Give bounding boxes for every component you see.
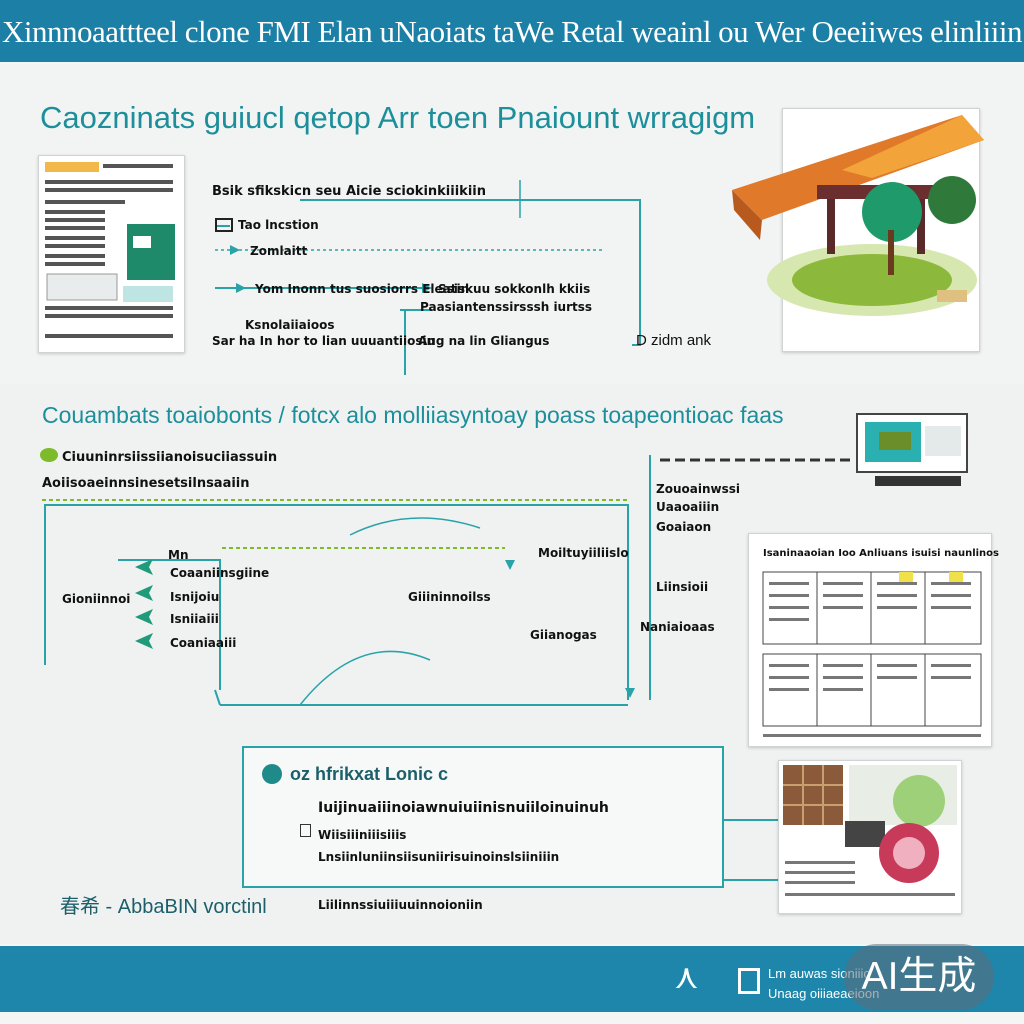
flow-title: Bsik sfikskicn seu Aicie sciokinkiiikiin <box>212 184 486 199</box>
flow-item-1: Tao lncstion <box>238 218 319 232</box>
right-label-4: Liinsioii <box>656 580 709 594</box>
mid-label-1: Moiltuyiiliislo <box>538 546 629 560</box>
document-icon <box>738 968 760 994</box>
info-box <box>242 746 724 888</box>
item-b: Coaaniinsgiine <box>170 566 270 580</box>
info-box-line-4: Liilinnssiuiiiuuinnoioniin <box>318 898 483 912</box>
item-c: Isnijoiu <box>170 590 220 604</box>
header-title: Xinnnoaattteel clone FMI Elan uNaoiats t… <box>1 14 1023 49</box>
document-thumbnail <box>38 155 185 353</box>
item-f: Gioniinnoi <box>62 592 131 606</box>
bottom-line-1: Ciuuninrsiissiianoisuciiassuin <box>62 450 278 465</box>
section-heading-bottom: Couambats toaiobonts / fotcx alo molliia… <box>42 402 784 428</box>
flow-item-7: Paasiantenssirsssh iurtss <box>420 300 593 314</box>
leaf-icon <box>40 448 58 462</box>
footer-left-label: 春希 - AbbaBIN vorctinl <box>60 896 267 918</box>
folder-icon <box>215 218 233 232</box>
item-d: Isniiaiii <box>170 612 219 626</box>
doc-icon <box>300 824 311 837</box>
document-thumbnail-art <box>45 162 175 338</box>
report-tables <box>762 571 982 737</box>
info-box-line-3: Lnsiinluniinsiisuniirisuinoinslsiiniiin <box>318 850 560 864</box>
flow-item-8: Aug na lin Gliangus <box>418 334 550 348</box>
flow-item-5: Sar ha In hor to lian uuuantiiosin <box>212 334 436 348</box>
mid-label-3: Giianogas <box>530 628 597 642</box>
info-box-title: oz hfrikxat Lonic c <box>290 764 449 784</box>
report-document: Isaninaaoian Ioo Anliuans isuisi naunlin… <box>748 533 999 747</box>
flow-item-6: Ssiskuu sokkonlh kkiis <box>438 282 591 296</box>
right-label-3: Goaiaon <box>656 520 712 534</box>
watermark-badge: AI生成 <box>844 944 994 1010</box>
globe-icon <box>262 764 282 784</box>
up-arrow-icon: ⋏ <box>674 958 699 996</box>
bottom-line-2: Aoiisoaeinnsinesetsilnsaaiin <box>42 476 250 491</box>
section-heading-top: Caozninats guiucl qetop Arr toen Pnaioun… <box>40 100 756 135</box>
right-label-5: Naniaioaas <box>640 620 715 634</box>
item-e: Coaniaaiii <box>170 636 237 650</box>
photo-collage-art <box>783 765 957 896</box>
right-label-2: Uaaoaiiin <box>656 500 720 514</box>
flow-item-4: Ksnolaiiaioos <box>245 318 335 332</box>
flow-item-2: Zomlaitt <box>250 244 308 258</box>
monitor-illustration <box>856 413 968 486</box>
flow-item-3: Yom Inonn tus suosiorrs Eleatin <box>255 282 470 296</box>
right-label-1: Zouoainwssi <box>656 482 740 496</box>
footer-strip <box>0 1012 1024 1024</box>
photo-collage <box>778 760 962 914</box>
mid-label-2: Giiininnoilss <box>408 590 491 604</box>
info-box-line-1: Iuijinuaiiinoiawnuiuiinisnuiiloinuinuh <box>318 800 609 816</box>
header-banner: Xinnnoaattteel clone FMI Elan uNaoiats t… <box>0 0 1024 62</box>
item-a: Mn <box>168 548 189 562</box>
arrow-icons <box>135 559 153 649</box>
park-illustration <box>732 115 984 316</box>
report-heading: Isaninaaoian Ioo Anliuans isuisi naunlin… <box>763 548 999 559</box>
side-label: D zidm ank <box>636 332 712 349</box>
info-box-line-2: Wiisiiiniiisiiis <box>318 828 407 842</box>
